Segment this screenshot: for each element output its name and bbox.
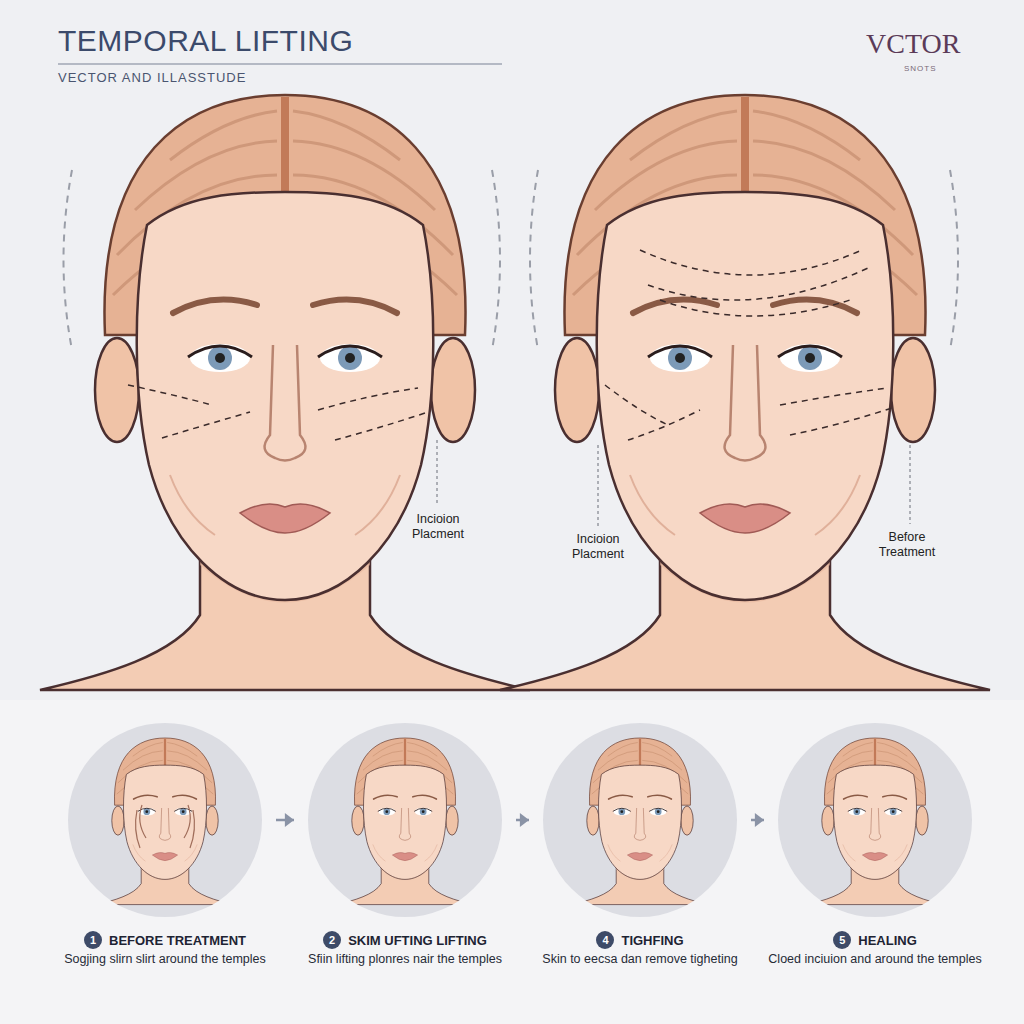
step-title: SKIM UFTING LIFTING	[348, 933, 487, 948]
step-circle: 4TIGHFINGSkin to eecsa dan remove tighet…	[543, 723, 737, 917]
arrow-head	[520, 813, 529, 827]
step-caption: 5 HEALING Cloed inciuion and around the te…	[763, 931, 987, 968]
step-description: Cloed inciuion and around the temples	[763, 952, 987, 968]
callout-label: Before Treatment	[862, 530, 952, 560]
step-title: TIGHFING	[621, 933, 683, 948]
brand-sub: SNOTS	[904, 64, 937, 73]
step-heading-row: 2 SKIM UFTING LIFTING	[293, 931, 517, 949]
step-description: Sfiin lifting plonres nair the temples	[293, 952, 517, 968]
diagram-title: TEMPORAL LIFTING	[58, 24, 353, 58]
step-arrow	[516, 813, 529, 827]
step-description: Sogjing slirn slirt around the temples	[53, 952, 277, 968]
callout-label: Incioion Placment	[394, 512, 482, 542]
subtitle: VECTOR AND ILLASSTUDE	[58, 70, 246, 85]
arrow-head	[755, 813, 764, 827]
step-caption: 1 BEFORE TREATMENT Sogjing slirn slirt aro…	[53, 931, 277, 968]
step-number: 4	[596, 931, 614, 949]
step-caption: 4 TIGHFING Skin to eecsa dan remove tighet…	[528, 931, 752, 968]
step-number: 1	[84, 931, 102, 949]
step-heading-row: 4 TIGHFING	[528, 931, 752, 949]
step-title: BEFORE TREATMENT	[109, 933, 246, 948]
step-circle: 2SKIM UFTING LIFTINGSfiin lifting plonre…	[308, 723, 502, 917]
step-circle: 5HEALINGCloed inciuion and around the te…	[778, 723, 972, 917]
step-number: 5	[833, 931, 851, 949]
step-heading-row: 1 BEFORE TREATMENT	[53, 931, 277, 949]
brand-mark: VCTOR	[866, 28, 960, 60]
step-heading-row: 5 HEALING	[763, 931, 987, 949]
step-description: Skin to eecsa dan remove tigheting	[528, 952, 752, 968]
step-arrow	[751, 813, 764, 827]
step-caption: 2 SKIM UFTING LIFTING Sfiin lifting plonre…	[293, 931, 517, 968]
step-arrow	[276, 813, 294, 827]
step-title: HEALING	[858, 933, 917, 948]
step-circle: 1BEFORE TREATMENTSogjing slirn slirt aro…	[68, 723, 262, 917]
step-number: 2	[323, 931, 341, 949]
arrow-head	[285, 813, 294, 827]
callout-label: Incioion Placment	[554, 532, 642, 562]
